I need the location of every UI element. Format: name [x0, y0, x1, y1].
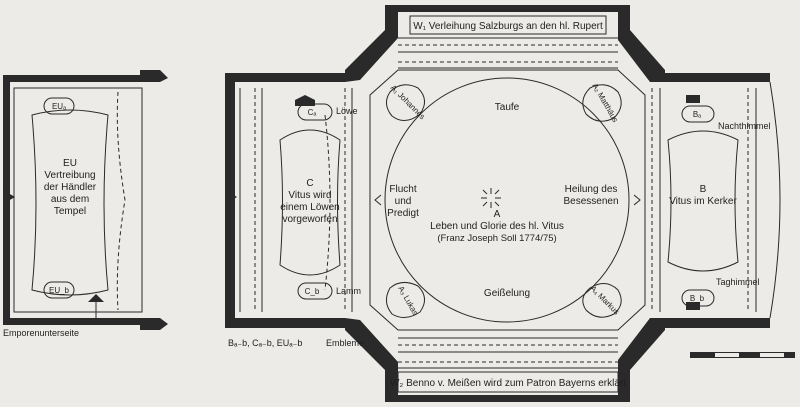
gallery-dashed-line — [116, 91, 126, 311]
gallery-door-bottom — [88, 294, 104, 302]
heilung-line-2: Besessenen — [563, 196, 618, 207]
c-a-label: Cₐ — [308, 108, 318, 117]
main-walls — [225, 5, 795, 402]
south-arm-bottom — [398, 395, 618, 402]
center-title: Leben und Glorie des hl. Vitus — [430, 221, 564, 232]
nave-north-wall — [225, 73, 345, 82]
nave — [239, 88, 353, 312]
crossing-ne-wall — [618, 5, 665, 82]
gallery-room — [3, 70, 168, 330]
nave-door — [225, 190, 237, 204]
scale-bar-gap-2 — [760, 353, 784, 357]
gallery-door-left — [3, 190, 15, 204]
legend-embleme: Embleme — [326, 338, 364, 348]
w2-label: W₂ Benno v. Meißen wird zum Patron Bayer… — [390, 378, 626, 389]
crossing-octagon — [369, 69, 646, 331]
geisselung-label: Geißelung — [484, 288, 530, 299]
choir-apse — [769, 81, 781, 319]
eu-line-3: aus dem — [51, 194, 89, 205]
c-b-medallion — [297, 282, 333, 300]
c-line-1: Vitus wird — [288, 190, 331, 201]
c-top-post — [295, 95, 315, 106]
w1-panel — [409, 15, 607, 35]
eu-letter: EU — [63, 158, 77, 169]
gallery-wall-bottom — [3, 318, 153, 325]
taufe-label: Taufe — [495, 102, 520, 113]
scale-bar-gap — [715, 353, 739, 357]
lamm-label: Lamm — [336, 286, 361, 296]
eu-line-4: Tempel — [54, 206, 86, 217]
central-fresco-circle — [384, 77, 630, 323]
gallery-wall-top — [3, 75, 153, 82]
eu-line-2: der Händler — [44, 182, 97, 193]
scale-bar — [690, 352, 795, 358]
b-cartouche — [667, 130, 739, 272]
b-b-label: B_b — [690, 294, 705, 303]
choir — [651, 81, 781, 319]
b-line-1: Vitus im Kerker — [669, 196, 737, 207]
taghimmel-label: Taghimmel — [716, 277, 760, 287]
b-b-medallion — [681, 289, 715, 307]
nave-south-wall — [225, 318, 345, 328]
emporenunterseite-label: Emporenunterseite — [3, 328, 79, 338]
choir-niche-top — [686, 95, 700, 103]
eu-line-1: Vertreibung — [44, 170, 95, 181]
loewe-label: Löwe — [336, 106, 358, 116]
a3-cartouche — [386, 282, 425, 318]
b-a-medallion — [681, 105, 715, 123]
a4-cartouche — [582, 283, 622, 318]
eu-b-medallion — [43, 281, 75, 299]
compass-rose — [481, 188, 501, 208]
a2-label: A₂ Matthäus — [590, 82, 620, 124]
eu-cartouche — [31, 109, 109, 296]
c-cartouche — [279, 129, 341, 276]
center-a-label: A — [494, 209, 501, 220]
crossing-se-wall — [618, 318, 665, 402]
gallery-wall-top-end — [140, 70, 168, 82]
flucht-line-3: Predigt — [387, 208, 419, 219]
eu-b-label: EU_b — [49, 286, 70, 295]
choir-north-wall — [665, 73, 770, 82]
right-arrow-icon — [633, 194, 641, 206]
w1-label: W₁ Verleihung Salzburgs an den hl. Ruper… — [413, 21, 603, 32]
crossing — [369, 69, 646, 331]
crossing-nw-wall — [345, 5, 398, 82]
gallery-frame — [13, 87, 143, 313]
choir-south-wall — [665, 318, 770, 328]
a2-cartouche — [582, 84, 622, 122]
heilung-line-1: Heilung des — [565, 184, 618, 195]
b-a-label: Bₐ — [693, 110, 702, 119]
legend-codes: Bₐ₋b, Cₐ₋b, EUₐ₋b — [228, 338, 302, 348]
crossing-sw-wall — [345, 318, 398, 402]
c-b-label: C_b — [305, 287, 320, 296]
c-dashed-curve — [324, 114, 331, 291]
c-line-2: einem Löwen — [280, 202, 339, 213]
eu-a-label: EUₐ — [52, 102, 67, 111]
c-a-medallion — [297, 103, 333, 121]
a1-label: A₁ Johannes — [389, 83, 427, 121]
b-letter: B — [700, 184, 707, 195]
transept-arms — [397, 15, 619, 393]
nachthimmel-label: Nachthimmel — [718, 121, 771, 131]
w2-panel — [397, 371, 619, 393]
c-letter: C — [306, 178, 313, 189]
north-arm-top — [398, 5, 618, 12]
a3-label: A₃ Lukas — [396, 285, 420, 317]
eu-a-medallion — [43, 97, 75, 115]
flucht-line-2: und — [395, 196, 412, 207]
gallery-wall-bottom-end — [140, 318, 168, 330]
flucht-line-1: Flucht — [389, 184, 416, 195]
left-arrow-icon — [374, 194, 382, 206]
c-line-3: vorgeworfen — [282, 214, 337, 225]
a1-cartouche — [386, 84, 425, 121]
center-subtitle: (Franz Joseph Soll 1774/75) — [437, 233, 556, 244]
